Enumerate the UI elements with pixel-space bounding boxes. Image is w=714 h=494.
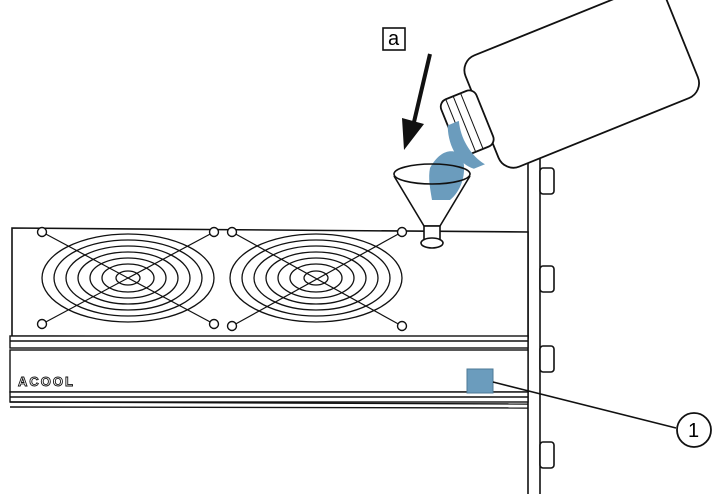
down-arrow-icon: [402, 53, 432, 150]
callout-1: 1: [492, 381, 712, 448]
funnel-icon: [393, 151, 471, 249]
mounting-bracket: [527, 135, 555, 494]
fan-grille-icon: [226, 226, 408, 332]
coolant-level-window: [466, 368, 494, 394]
brand-logo: ACOOL: [18, 374, 75, 389]
callout-1-text: 1: [688, 420, 699, 442]
step-label-text: a: [388, 28, 400, 50]
radiator-unit: ACOOL: [9, 227, 529, 409]
screw-icon: [36, 226, 48, 238]
radiator-front-rails: [9, 335, 529, 409]
screw-icon: [36, 318, 48, 330]
screw-icon: [396, 226, 408, 238]
fan-grille-icon: [36, 226, 220, 330]
screw-icon: [208, 318, 220, 330]
bottle-icon: [439, 0, 700, 169]
screw-icon: [226, 320, 238, 332]
fan-grilles: [36, 226, 408, 332]
screw-icon: [396, 320, 408, 332]
screw-icon: [226, 226, 238, 238]
step-label: a: [382, 27, 406, 51]
bracket-tabs: [539, 167, 555, 469]
screw-icon: [208, 226, 220, 238]
radiator-top-plate: [11, 227, 529, 339]
